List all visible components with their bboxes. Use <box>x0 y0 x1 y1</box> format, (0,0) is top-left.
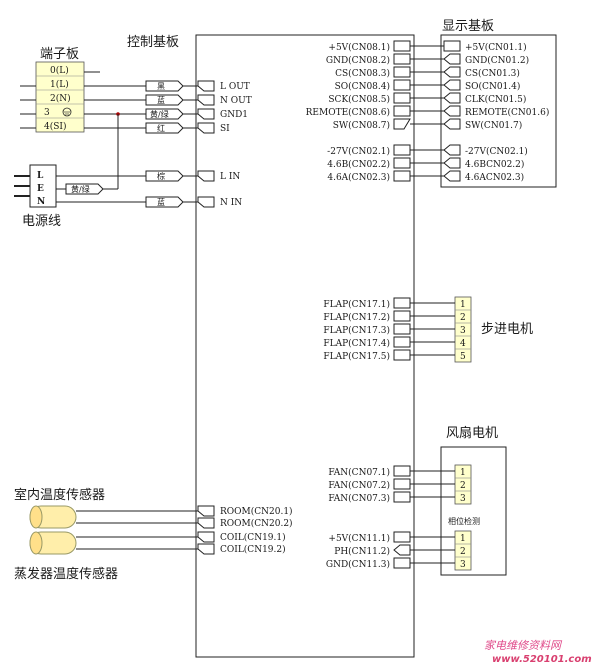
cn01-5-label: CLK(CN01.5) <box>465 94 526 105</box>
cn02-3-label: 4.6A(CN02.3) <box>327 172 390 183</box>
cn08-6-label: REMOTE(CN08.6) <box>306 107 390 118</box>
fan-cn07-1-label: FAN(CN07.1) <box>328 467 390 478</box>
fan-3: 3 <box>460 494 466 504</box>
display-pin-labels: +5V(CN01.1) GND(CN01.2) CS(CN01.3) SO(CN… <box>465 42 549 183</box>
fan-2: 2 <box>460 481 466 491</box>
display-board-title: 显示基板 <box>442 19 494 34</box>
power-cord-wires: 棕 黄/绿 蓝 <box>56 170 198 208</box>
fan-motor-box <box>440 446 507 576</box>
fan-cn07-2-label: FAN(CN07.2) <box>328 480 390 491</box>
si-label: SI <box>220 124 230 134</box>
cn08-7-label: SW(CN08.7) <box>333 120 390 131</box>
indoor-sensor <box>29 505 77 529</box>
cn08-5-label: SCK(CN08.5) <box>328 94 390 105</box>
cn01-4-label: SO(CN01.4) <box>465 81 520 92</box>
cn01-3-label: CS(CN01.3) <box>465 68 520 79</box>
stepper-3: 3 <box>460 326 466 336</box>
sensor-wires: ROOM(CN20.1) ROOM(CN20.2) COIL(CN19.1) C… <box>76 505 293 555</box>
flap-1-label: FLAP(CN17.1) <box>323 299 390 310</box>
wire-brown-label: 棕 <box>157 171 165 181</box>
fan-motor-title: 风扇电机 <box>446 425 498 441</box>
flap-5-label: FLAP(CN17.5) <box>323 351 390 362</box>
stepper-4: 4 <box>460 339 466 349</box>
flap-3-label: FLAP(CN17.3) <box>323 325 390 336</box>
phase-1: 1 <box>460 534 466 544</box>
terminal-block-title: 端子板 <box>40 47 79 62</box>
disp-cn02-3-label: 4.6ACN02.3) <box>465 172 524 183</box>
fan-connector: 1 2 3 <box>454 464 472 505</box>
flap-2-label: FLAP(CN17.2) <box>323 312 390 323</box>
cn01-1-label: +5V(CN01.1) <box>465 42 527 53</box>
cn01-6-label: REMOTE(CN01.6) <box>465 107 549 118</box>
indoor-sensor-title: 室内温度传感器 <box>14 487 105 503</box>
power-cord-title: 电源线 <box>22 214 61 229</box>
cn11-2-label: PH(CN11.2) <box>334 546 390 557</box>
term-2: 2(N) <box>50 93 71 104</box>
fan-wires: FAN(CN07.1) FAN(CN07.2) FAN(CN07.3) +5V(… <box>326 465 455 570</box>
cn08-3-label: CS(CN08.3) <box>335 68 390 79</box>
disp-cn02-1-label: -27V(CN02.1) <box>465 146 528 157</box>
ground-icon <box>62 107 72 117</box>
evap-sensor-title: 蒸发器温度传感器 <box>14 566 118 582</box>
cn08-2-label: GND(CN08.2) <box>326 55 390 66</box>
room-cn20-1-label: ROOM(CN20.1) <box>220 506 293 517</box>
l-in-label: L IN <box>220 172 240 182</box>
l-out-label: L OUT <box>220 82 250 92</box>
evap-sensor <box>29 531 77 555</box>
power-cord-plug: L E N <box>14 164 57 208</box>
watermark-cn: 家电维修资料网 <box>484 639 563 652</box>
flap-4-label: FLAP(CN17.4) <box>323 338 390 349</box>
terminal-block-box <box>35 61 85 133</box>
stepper-1: 1 <box>460 300 466 310</box>
wire-red-label: 红 <box>157 123 165 133</box>
term-0: 0(L) <box>50 65 69 76</box>
control-board-box <box>195 34 415 658</box>
control-display-labels: +5V(CN08.1) GND(CN08.2) CS(CN08.3) SO(CN… <box>306 42 390 183</box>
fan-1: 1 <box>460 468 466 478</box>
cn08-1-label: +5V(CN08.1) <box>328 42 390 53</box>
n-out-label: N OUT <box>220 96 252 106</box>
wire-blue-label: 蓝 <box>157 95 165 105</box>
control-left-connectors: L OUT N OUT GND1 SI L IN N IN <box>197 80 252 208</box>
cn02-2-label: 4.6B(CN02.2) <box>327 159 390 170</box>
cn11-3-label: GND(CN11.3) <box>326 559 390 570</box>
watermark-url: www.520101.com <box>492 654 592 665</box>
term-1: 1(L) <box>50 79 69 90</box>
flap-connectors: FLAP(CN17.1) FLAP(CN17.2) FLAP(CN17.3) F… <box>323 297 455 362</box>
cn11-1-label: +5V(CN11.1) <box>328 533 390 544</box>
wire-yg-label: 黄/绿 <box>150 109 169 119</box>
wire-black-label: 黑 <box>157 82 165 91</box>
coil-cn19-1-label: COIL(CN19.1) <box>220 532 286 543</box>
plug-l: L <box>37 171 44 181</box>
display-connectors <box>393 40 461 182</box>
plug-e: E <box>37 184 44 194</box>
coil-cn19-2-label: COIL(CN19.2) <box>220 544 286 555</box>
phase-detect-title: 相位检测 <box>448 516 480 526</box>
n-in-label: N IN <box>220 198 242 208</box>
cn01-7-label: SW(CN01.7) <box>465 120 522 131</box>
room-cn20-2-label: ROOM(CN20.2) <box>220 518 293 529</box>
stepper-2: 2 <box>460 313 466 323</box>
disp-cn02-2-label: 4.6BCN02.2) <box>465 159 524 170</box>
terminal-wires: 黑 蓝 黄/绿 红 <box>84 80 198 189</box>
stepper-5: 5 <box>460 352 466 362</box>
stepper-motor-title: 步进电机 <box>481 322 533 337</box>
stepper-motor-connector: 1 2 3 4 5 <box>454 296 472 363</box>
term-3: 3 <box>44 108 50 118</box>
cn02-1-label: -27V(CN02.1) <box>327 146 390 157</box>
plug-n: N <box>37 197 45 207</box>
term-4: 4(SI) <box>44 121 66 132</box>
gnd1-label: GND1 <box>220 110 248 120</box>
wire-blue2-label: 蓝 <box>157 197 165 207</box>
control-board-title: 控制基板 <box>127 35 179 50</box>
cn01-2-label: GND(CN01.2) <box>465 55 529 66</box>
phase-3: 3 <box>460 560 466 570</box>
fan-cn07-3-label: FAN(CN07.3) <box>328 493 390 504</box>
phase-connector: 1 2 3 <box>454 530 472 571</box>
terminal-block-labels: 0(L) 1(L) 2(N) 3 4(SI) <box>36 65 84 132</box>
phase-2: 2 <box>460 547 466 557</box>
cn08-4-label: SO(CN08.4) <box>335 81 390 92</box>
wire-yg2-label: 黄/绿 <box>71 184 90 194</box>
